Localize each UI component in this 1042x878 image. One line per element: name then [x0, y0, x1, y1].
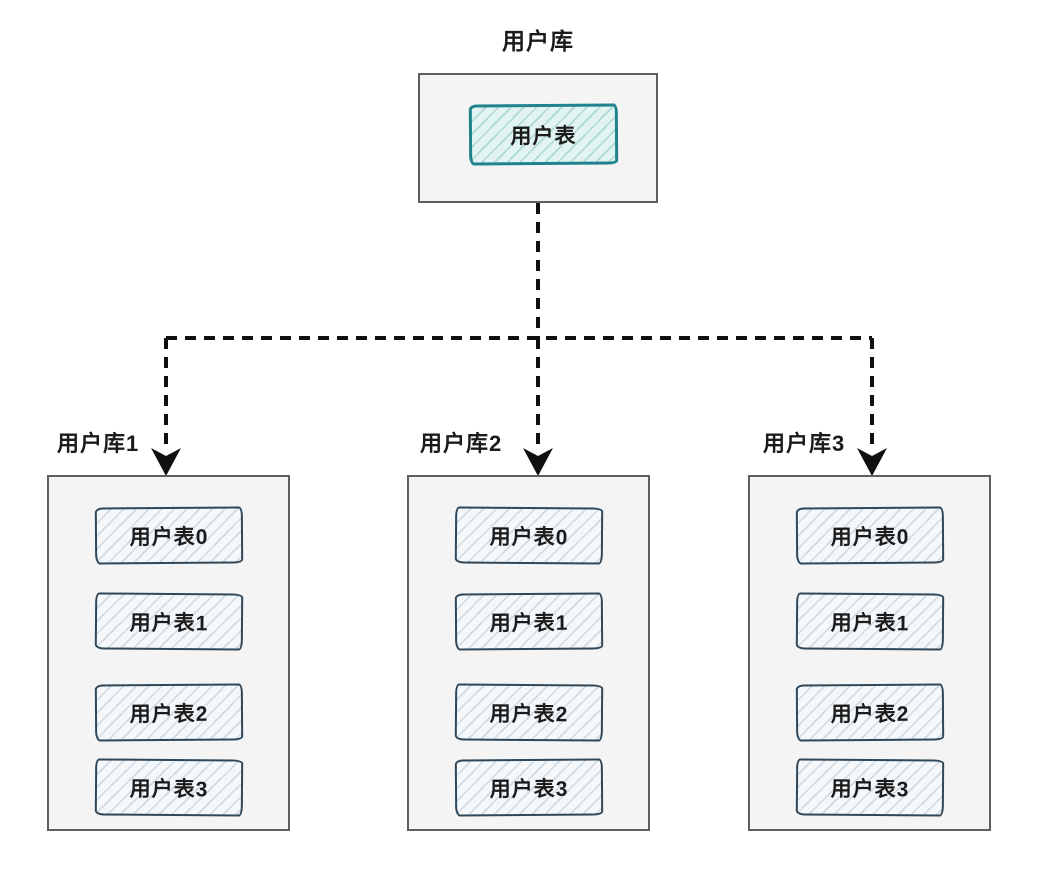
shard-table: 用户表3 [454, 758, 604, 817]
root-user-table: 用户表 [468, 103, 619, 166]
shard2-box: 用户表0 用户表1 用户表2 用户表3 [407, 475, 650, 831]
shard-table-label: 用户表1 [129, 611, 209, 635]
shard-table-label: 用户表0 [830, 525, 910, 549]
arrowhead-icon [523, 448, 553, 476]
shard-table: 用户表2 [795, 683, 945, 742]
shard2-label: 用户库2 [420, 431, 503, 456]
shard-table-label: 用户表2 [489, 702, 569, 726]
shard-table-label: 用户表1 [489, 611, 569, 635]
shard-table: 用户表0 [94, 506, 244, 565]
shard-table: 用户表1 [94, 592, 244, 651]
shard-table-label: 用户表3 [489, 777, 569, 801]
shard-table: 用户表0 [454, 506, 604, 565]
shard-table: 用户表2 [454, 683, 604, 742]
shard-table-label: 用户表1 [830, 611, 910, 635]
shard-table-label: 用户表3 [129, 777, 209, 801]
shard-table-label: 用户表2 [129, 702, 209, 726]
shard-table: 用户表1 [795, 592, 945, 651]
root-db-box: 用户表 [418, 73, 658, 203]
root-user-table-label: 用户表 [510, 124, 577, 148]
shard-table: 用户表3 [795, 758, 945, 817]
root-db-title: 用户库 [502, 28, 574, 54]
shard-table: 用户表3 [94, 758, 244, 817]
shard-table: 用户表0 [795, 506, 945, 565]
shard-table-label: 用户表3 [830, 777, 910, 801]
shard3-box: 用户表0 用户表1 用户表2 用户表3 [748, 475, 991, 831]
shard-table-label: 用户表2 [830, 702, 910, 726]
arrowhead-icon [857, 448, 887, 476]
shard-table-label: 用户表0 [129, 525, 209, 549]
dashed-connector [164, 203, 874, 448]
shard1-box: 用户表0 用户表1 用户表2 用户表3 [47, 475, 290, 831]
shard1-label: 用户库1 [57, 431, 140, 456]
arrowhead-icon [151, 448, 181, 476]
shard-table-label: 用户表0 [489, 525, 569, 549]
shard-table: 用户表1 [454, 592, 604, 651]
shard-table: 用户表2 [94, 683, 244, 742]
shard3-label: 用户库3 [763, 431, 846, 456]
